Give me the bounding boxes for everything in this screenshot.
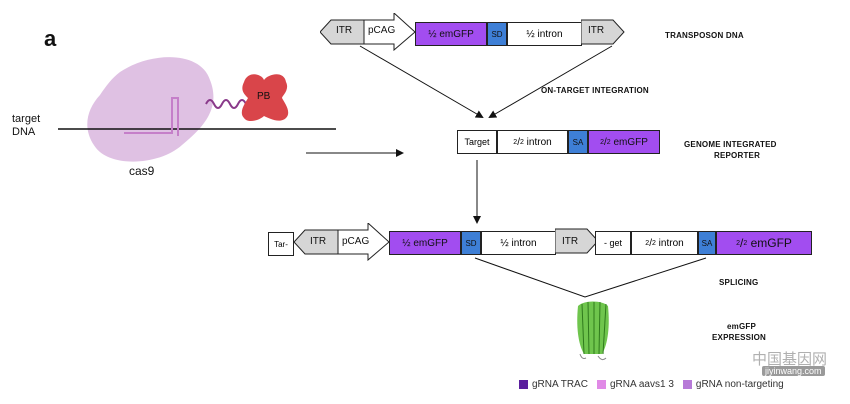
splicing-lines [474,257,707,298]
expression-line2: EXPRESSION [712,333,767,342]
pb-transposase-icon [241,74,289,122]
int-pcag-promoter-arrow [338,223,390,261]
expression-line1: emGFP [727,322,757,331]
legend-label-aavs1: gRNA aavs1 3 [609,379,674,390]
int-emgfp-segment: 2/2 emGFP [716,231,812,255]
pcag-promoter-arrow [364,13,416,51]
int-sa-segment: SA [698,231,716,255]
tar-segment: Tar- [268,232,294,256]
arrow-transposon-to-reporter [359,45,484,119]
int-itr-right-arrow [555,228,599,254]
gfp-protein-icon [577,301,609,361]
cas9-label: cas9 [129,164,155,178]
get-segment: - get [595,231,631,255]
half-emgfp-segment: ½ emGFP [415,22,487,46]
watermark-cn: 中国基因网 [752,351,828,368]
int-intron-num: 2 [645,239,650,247]
panel-letter: a [44,26,57,51]
int-intron-word: intron [658,237,684,249]
half-intron-segment: ½ intron [507,22,582,46]
cas9-pb-illustration [58,57,336,162]
sd-segment: SD [487,22,507,46]
guide-rna-icon [124,97,179,136]
itr-right-label: ITR [588,25,605,36]
linker-coil [205,99,247,109]
legend-swatch-nontargeting [682,380,692,389]
reporter-title-line2: REPORTER [714,151,761,160]
int-emgfp-num: 2 [736,239,740,247]
int-itr-right-label: ITR [562,236,579,247]
legend-swatch-aavs1 [596,380,606,389]
pb-label: PB [257,91,271,102]
reporter-sa-segment: SA [568,130,588,154]
reporter-intron-den: 2 [519,138,524,146]
int-emgfp-den: 2 [743,239,748,247]
reporter-target-segment: Target [457,130,497,154]
int-half-intron-segment: ½ intron [481,231,556,255]
target-dna-label-line1: target [12,113,41,125]
target-dna-label-line2: DNA [12,126,36,138]
reporter-emgfp-segment: 2/2 emGFP [588,130,660,154]
reporter-intron-segment: 2/2 intron [497,130,568,154]
int-emgfp-word: emGFP [750,236,792,250]
reporter-emgfp-word: emGFP [613,136,648,148]
on-target-integration-label: ON-TARGET INTEGRATION [541,86,649,95]
cas9-blob [87,57,214,162]
reporter-intron-word: intron [526,136,552,148]
int-pcag-label: pCAG [342,236,370,247]
arrow-ontarget-to-reporter [488,45,613,119]
reporter-emgfp-num: 2 [600,138,604,146]
legend-swatch-trac [519,380,528,389]
splicing-label: SPLICING [719,278,759,287]
reporter-emgfp-den: 2 [606,138,611,146]
pcag-label: pCAG [368,25,396,36]
reporter-title-line1: GENOME INTEGRATED [684,140,777,149]
transposon-dna-title: TRANSPOSON DNA [665,31,744,40]
int-sd-segment: SD [461,231,481,255]
legend: gRNA TRAC gRNA aavs1 3 gRNA non-targetin… [519,379,784,390]
itr-left-label: ITR [336,25,353,36]
reporter-intron-num: 2 [513,138,518,146]
int-intron-den: 2 [651,239,656,247]
int-intron-segment: 2/2 intron [631,231,698,255]
watermark-url: jiyinwang.com [762,366,825,376]
int-itr-left-label: ITR [310,236,327,247]
itr-right-arrow [581,19,625,45]
legend-label-nontargeting: gRNA non-targeting [695,379,784,390]
legend-label-trac: gRNA TRAC [532,379,588,390]
int-half-emgfp-segment: ½ emGFP [389,231,461,255]
